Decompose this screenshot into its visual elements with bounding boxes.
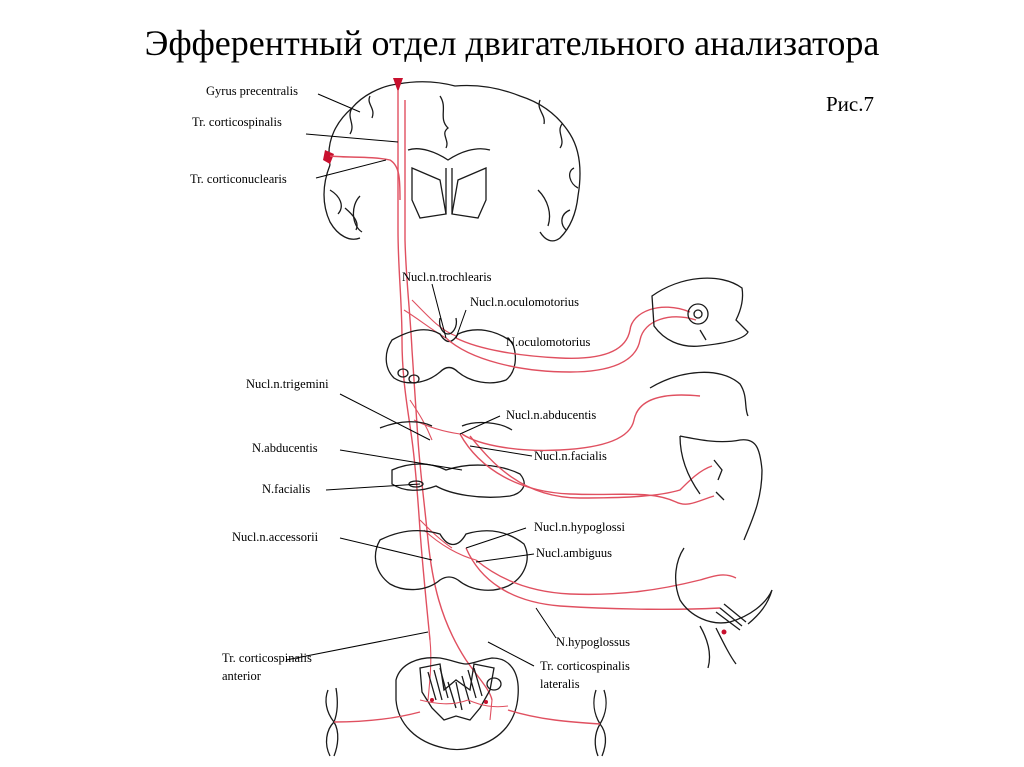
midbrain-section [385,329,517,384]
label-n-abducentis: N.abducentis [252,441,318,455]
label-tr-corticospinalis: Tr. corticospinalis [192,115,282,129]
hypoglossal-nerve-path [465,547,721,611]
label-n-facialis: N.facialis [262,482,310,496]
trigeminal-nerve-path [459,433,715,505]
medulla-section [374,529,528,591]
cerebral-peduncle-left [397,368,409,378]
gray-matter [419,663,495,721]
nerve-to-left-muscle [333,711,421,723]
label-nucl-hypoglossi: Nucl.n.hypoglossi [534,520,626,534]
oculomotor-nerve-path [455,306,691,359]
figure-label: Рис.7 [826,92,874,116]
corticonuclear-tract [329,155,401,201]
label-nucl-trigemini: Nucl.n.trigemini [246,377,329,391]
abducens-nerve-path [461,394,701,452]
label-nucl-accessorii: Nucl.n.accessorii [232,530,319,544]
label-n-hypoglossus: N.hypoglossus [556,635,630,649]
anterior-horn-motor-neuron-right [484,700,488,704]
label-gyrus-precentralis: Gyrus precentralis [206,84,298,98]
label-nucl-facialis: Nucl.n.facialis [534,449,607,463]
cortex-marker-lateral [323,150,334,164]
longitudinal-fissure [439,95,449,149]
corticospinal-tract-second [404,100,493,701]
facial-nerve-exit [408,480,424,488]
anterior-horn-motor-neuron-left [430,698,434,702]
pons-base [391,463,525,498]
lateral-ventricles [407,148,491,219]
label-pointers [285,93,557,667]
spinal-motor-fibers [419,699,509,708]
label-n-oculomotorius: N.oculomotorius [506,335,591,349]
right-muscle [593,689,607,757]
branch-oculomotor-nucleus [403,299,457,339]
label-tr-corticospinalis-anterior-line2: anterior [222,669,262,683]
tongue-larynx-target [674,547,773,669]
tongue-endpoint [721,629,727,635]
brain-outline [323,81,581,242]
spinal-cord-section [395,657,519,751]
temporal-lobes [352,189,551,233]
label-tr-corticospinalis-lateralis-line2: lateralis [540,677,580,691]
label-nucl-abducentis: Nucl.n.abducentis [506,408,596,422]
brain-gyri-right [538,99,579,231]
pupil [693,309,703,319]
pons-section [379,421,513,431]
eye-target [651,277,749,347]
eyeball [687,303,709,325]
label-tr-corticospinalis-anterior-line1: Tr. corticospinalis [222,651,312,665]
third-ventricle [445,168,453,214]
anatomical-labels: Gyrus precentralis Tr. corticospinalis T… [190,84,630,691]
brain-gyri-left [329,95,374,231]
cortex-marker-precentral [393,78,403,92]
corticospinal-tract-main [397,90,431,641]
label-nucl-oculomotorius: Nucl.n.oculomotorius [470,295,579,309]
descending-pathways [329,90,493,721]
branch-spinal-cord [427,639,493,721]
nerve-to-right-muscle [507,709,601,725]
page-title: Эфферентный отдел двигательного анализат… [144,23,880,63]
cerebral-peduncle-right [408,374,420,384]
label-tr-corticospinalis-lateralis-line1: Tr. corticospinalis [540,659,630,673]
lateral-corticospinal-bundle [486,677,502,691]
trochlear-nerve-path [445,316,697,373]
face-target [649,371,763,541]
label-tr-corticonuclearis: Tr. corticonuclearis [190,172,287,186]
facial-nerve-path [469,435,713,499]
label-nucl-trochlearis: Nucl.n.trochlearis [402,270,492,284]
brain-section [323,81,581,242]
ambiguus-nerve-path [475,559,737,596]
gray-matter-hatching [427,667,483,711]
label-nucl-ambiguus: Nucl.ambiguus [536,546,612,560]
midbrain-aqueduct [438,317,458,335]
